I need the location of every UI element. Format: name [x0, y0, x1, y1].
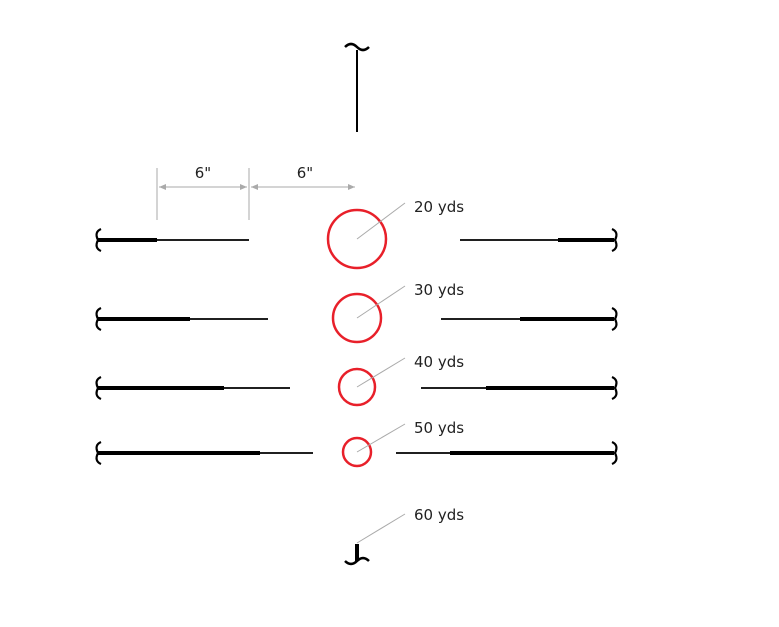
range-label: 40 yds: [414, 353, 464, 371]
dimension-label: 6": [195, 164, 211, 182]
right-bracket-icon: [611, 375, 618, 401]
top-tilde-icon: [344, 42, 370, 52]
range-circle: [331, 292, 383, 344]
leader-line: [356, 513, 406, 544]
range-label: 60 yds: [414, 506, 464, 524]
range-circle: [337, 367, 377, 407]
leader-line: [356, 285, 406, 319]
right-bracket-icon: [611, 227, 618, 253]
leader-line: [356, 423, 406, 453]
left-bracket-icon: [95, 227, 102, 253]
dimension-label: 6": [297, 164, 313, 182]
range-label: 20 yds: [414, 198, 464, 216]
left-bracket-icon: [95, 440, 102, 466]
right-bracket-icon: [611, 306, 618, 332]
leader-line: [356, 202, 406, 240]
bottom-tilde-icon: [344, 556, 370, 566]
range-circle: [326, 208, 388, 270]
range-circle: [341, 436, 373, 468]
dimension-arrowheads: [159, 184, 355, 190]
range-label: 50 yds: [414, 419, 464, 437]
right-bracket-icon: [611, 440, 618, 466]
left-bracket-icon: [95, 306, 102, 332]
range-label: 30 yds: [414, 281, 464, 299]
left-bracket-icon: [95, 375, 102, 401]
leader-line: [356, 357, 406, 388]
